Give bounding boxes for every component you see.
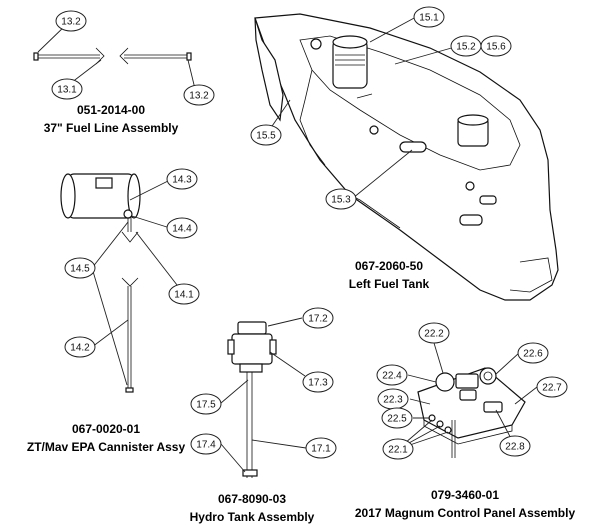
callout-22-6: 22.6 <box>517 342 549 364</box>
fuel-tank-part-number: 067-2060-50 <box>355 259 423 273</box>
callout-15-3: 15.3 <box>325 188 357 210</box>
svg-text:17.5: 17.5 <box>196 400 216 411</box>
control-panel-name: 2017 Magnum Control Panel Assembly <box>355 506 576 520</box>
svg-text:22.8: 22.8 <box>505 442 525 453</box>
svg-text:17.1: 17.1 <box>311 444 331 455</box>
svg-text:22.2: 22.2 <box>424 329 444 340</box>
callout-17-3: 17.3 <box>302 371 334 393</box>
callout-22-2: 22.2 <box>418 322 450 344</box>
callout-15-1: 15.1 <box>413 6 445 28</box>
svg-text:22.4: 22.4 <box>382 371 402 382</box>
callout-17-5: 17.5 <box>190 393 222 415</box>
svg-text:22.6: 22.6 <box>523 349 543 360</box>
callout-22-4: 22.4 <box>376 364 408 386</box>
callout-17-1: 17.1 <box>305 437 337 459</box>
control-panel-drawing <box>397 342 538 458</box>
svg-text:17.4: 17.4 <box>196 440 216 451</box>
svg-text:13.2: 13.2 <box>61 17 81 28</box>
fuel-line-part-number: 051-2014-00 <box>77 103 145 117</box>
callout-17-4: 17.4 <box>190 433 222 455</box>
hydro-tank-name: Hydro Tank Assembly <box>190 510 315 524</box>
svg-text:15.1: 15.1 <box>419 13 439 24</box>
svg-text:17.3: 17.3 <box>308 378 328 389</box>
callout-13-2-top: 13.2 <box>55 10 87 32</box>
hydro-tank-drawing <box>220 317 307 478</box>
svg-text:14.2: 14.2 <box>70 343 90 354</box>
svg-text:14.1: 14.1 <box>174 290 194 301</box>
callout-22-3: 22.3 <box>377 388 409 410</box>
callout-22-8: 22.8 <box>499 435 531 457</box>
fuel-line-name: 37" Fuel Line Assembly <box>44 121 179 135</box>
svg-text:15.5: 15.5 <box>256 131 276 142</box>
svg-text:15.3: 15.3 <box>331 195 351 206</box>
callout-14-2: 14.2 <box>64 336 96 358</box>
svg-text:14.4: 14.4 <box>172 224 192 235</box>
callout-14-4: 14.4 <box>166 217 198 239</box>
cannister-part-number: 067-0020-01 <box>72 422 140 436</box>
svg-text:15.2: 15.2 <box>456 42 476 53</box>
fuel-line-assembly-drawing <box>33 23 197 94</box>
cannister-name: ZT/Mav EPA Cannister Assy <box>27 440 186 454</box>
callout-17-2: 17.2 <box>302 307 334 329</box>
callout-22-7: 22.7 <box>536 376 568 398</box>
left-fuel-tank-drawing <box>254 13 559 301</box>
callout-15-6: 15.6 <box>480 35 512 57</box>
svg-text:15.6: 15.6 <box>486 42 506 53</box>
svg-text:14.3: 14.3 <box>172 175 192 186</box>
svg-text:22.3: 22.3 <box>383 395 403 406</box>
callout-22-5: 22.5 <box>381 407 413 429</box>
callout-14-1: 14.1 <box>168 283 200 305</box>
hydro-tank-part-number: 067-8090-03 <box>218 492 286 506</box>
fuel-tank-name: Left Fuel Tank <box>349 277 430 291</box>
callout-13-2-right: 13.2 <box>183 84 215 106</box>
callout-15-5: 15.5 <box>250 124 282 146</box>
callout-13-1: 13.1 <box>51 78 83 100</box>
callout-22-1: 22.1 <box>382 438 414 460</box>
epa-cannister-drawing <box>60 173 185 393</box>
svg-text:17.2: 17.2 <box>308 314 328 325</box>
svg-text:22.7: 22.7 <box>542 383 562 394</box>
svg-text:13.1: 13.1 <box>57 85 77 96</box>
svg-text:13.2: 13.2 <box>189 91 209 102</box>
callout-14-3: 14.3 <box>166 168 198 190</box>
callout-14-5: 14.5 <box>64 257 96 279</box>
callout-15-2: 15.2 <box>450 35 482 57</box>
control-panel-part-number: 079-3460-01 <box>431 488 499 502</box>
svg-text:22.5: 22.5 <box>387 414 407 425</box>
svg-text:22.1: 22.1 <box>388 445 408 456</box>
svg-text:14.5: 14.5 <box>70 264 90 275</box>
